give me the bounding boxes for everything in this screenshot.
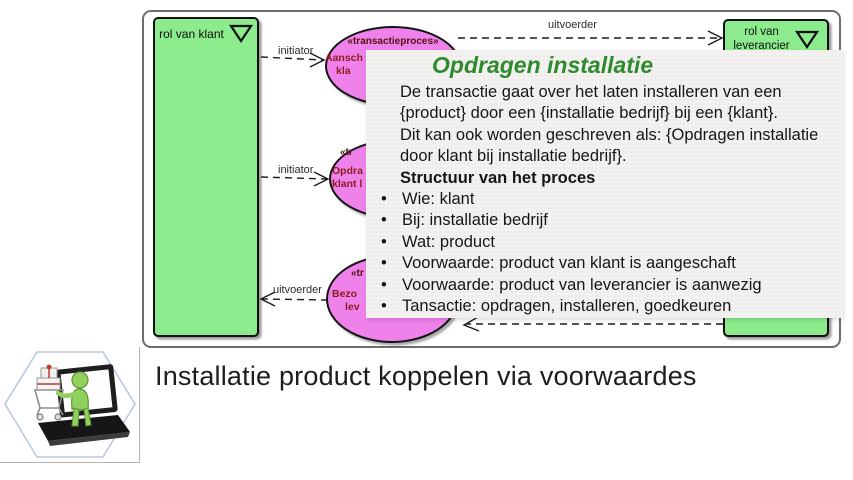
actor-label-line2: leverancier <box>733 39 790 52</box>
actor-header: rol van leverancier <box>725 21 827 53</box>
actor-header: rol van klant <box>155 19 257 43</box>
bullet-text: Bij: installatie bedrijf <box>402 211 548 230</box>
green-figure <box>55 371 92 427</box>
ellipse3-stereotype: «tr <box>351 268 364 279</box>
link-label-uitvoerder-left: uitvoerder <box>273 284 322 296</box>
ellipse1-label-line1: Aansch <box>325 52 363 64</box>
role-triangle-icon <box>228 24 253 43</box>
link-label-initiator-middle: initiator <box>278 164 314 176</box>
bullet-text: Wat: product <box>402 232 495 251</box>
actor-label-line1: rol van <box>744 26 779 38</box>
tooltip-opdragen-installatie: Opdragen installatie De transactie gaat … <box>366 50 843 318</box>
actor-rol-van-klant[interactable]: rol van klant <box>153 17 259 337</box>
tooltip-bullet-list: Wie: klant Bij: installatie bedrijf Wat:… <box>378 189 838 317</box>
bullet-text: Voorwaarde: product van leverancier is a… <box>402 275 762 294</box>
tooltip-bullet: Bij: installatie bedrijf <box>378 210 838 231</box>
link-bottom-right[interactable] <box>462 316 723 332</box>
initiator-link-top[interactable] <box>260 52 326 68</box>
ellipse3-label-line2: lev <box>345 301 360 313</box>
green-figure-shopping-cart-laptop-icon <box>4 351 136 458</box>
tooltip-structure-heading: Structuur van het proces <box>400 168 596 187</box>
ellipse1-label-line2: kla <box>336 65 351 77</box>
tooltip-bullet: Wat: product <box>378 232 838 253</box>
tooltip-body-line: De transactie gaat over het laten instal… <box>400 83 782 101</box>
connectors-layer <box>259 30 724 332</box>
tooltip-bullet: Wie: klant <box>378 189 838 210</box>
tooltip-body-line: {product} door een {installatie bedrijf}… <box>400 104 778 123</box>
ellipse1-stereotype: «transactieproces» <box>347 36 439 47</box>
tooltip-title: Opdragen installatie <box>432 52 654 78</box>
shopping-cart-with-gifts <box>33 364 64 421</box>
uitvoerder-link-bottom-left[interactable] <box>259 291 329 307</box>
initiator-link-middle[interactable] <box>260 171 330 187</box>
tooltip-body: De transactie gaat over het laten instal… <box>400 82 836 189</box>
tooltip-bullet: Voorwaarde: product van leverancier is a… <box>378 275 838 296</box>
ellipse3-label-line1: Bezo <box>332 288 358 300</box>
tooltip-body-line: Dit kan ook worden geschreven als: {Opdr… <box>400 125 819 144</box>
actor-label-leverancier: rol van leverancier <box>733 26 789 53</box>
ellipse2-stereotype: «tr <box>340 147 353 158</box>
link-label-initiator-top: initiator <box>278 45 314 57</box>
tooltip-bullet: Voorwaarde: product van klant is aangesc… <box>378 253 838 274</box>
laptop-illustration <box>38 364 130 446</box>
bullet-text: Voorwaarde: product van klant is aangesc… <box>402 254 736 273</box>
bullet-text: Tansactie: opdragen, installeren, goedke… <box>402 297 732 316</box>
slide-caption: Installatie product koppelen via voorwaa… <box>155 361 697 391</box>
link-label-uitvoerder-top: uitvoerder <box>548 19 597 31</box>
bullet-text: Wie: klant <box>402 190 475 208</box>
tooltip-body-line: door klant bij installatie bedrijf}. <box>400 147 627 166</box>
slide-icon-card <box>0 347 140 463</box>
actor-label-klant: rol van klant <box>159 26 224 41</box>
role-triangle-icon <box>794 30 819 50</box>
ellipse2-label-line2: klant l <box>332 178 363 190</box>
tooltip-bullet: Tansactie: opdragen, installeren, goedke… <box>378 296 838 317</box>
uitvoerder-link-top-right[interactable] <box>458 30 724 46</box>
ellipse2-label-line1: Opdra <box>332 165 363 177</box>
